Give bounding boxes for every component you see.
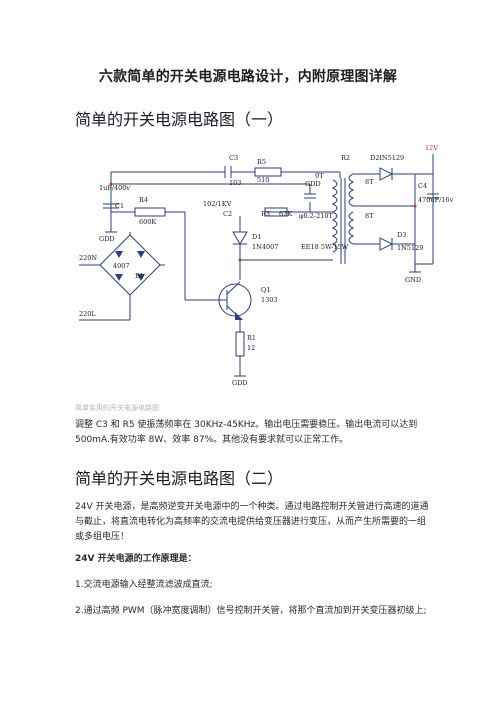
label-d3-value: 1N5129 <box>397 244 423 252</box>
section-heading-2: 简单的开关电源电路图（二） <box>75 469 284 488</box>
label-c2: C2 <box>223 210 232 218</box>
label-gnd: GND <box>405 276 421 284</box>
label-c3-value: 103 <box>229 179 241 187</box>
label-q1-value: 1303 <box>261 296 278 304</box>
label-12v: 12V <box>425 144 438 152</box>
label-r4-value: 600K <box>139 218 156 226</box>
circuit-schematic: C3 103 R5 510 R2 D2IN5129 12V 1uF/400v C… <box>79 144 454 387</box>
label-c2-rating: 102/1KV <box>203 200 232 208</box>
label-b1: B1 <box>135 272 144 280</box>
label-c1: C1 <box>115 202 124 210</box>
label-gdd-emitter: GDD <box>232 379 248 387</box>
principle-step-1: 1.交流电源输入经整流滤波成直流; <box>75 580 213 590</box>
label-q1: Q1 <box>261 286 270 294</box>
section1-description: 调整 C3 和 R5 使振荡频率在 30KHz-45KHz。输出电压需要稳压。输… <box>75 420 418 445</box>
label-c4: C4 <box>418 182 427 190</box>
label-c1-rating: 1uF/400v <box>99 184 130 192</box>
label-220n: 220N <box>79 254 97 262</box>
label-core: EE18 5W-15W <box>301 243 349 251</box>
label-r4: R4 <box>139 196 148 204</box>
label-gdd-c1: GDD <box>99 235 115 243</box>
label-r1-value: 12 <box>247 344 255 352</box>
label-r5-value: 510 <box>257 176 269 184</box>
label-r5: R5 <box>257 158 266 166</box>
label-d1-value: 1N4007 <box>252 243 278 251</box>
principle-title: 24V 开关电源的工作原理是： <box>75 554 197 564</box>
label-turns-8t-top: 8T <box>365 178 374 186</box>
label-gdd-primary: GDD <box>305 180 321 188</box>
principle-step-2: 2.通过高频 PWM（脉冲宽度调制）信号控制开关管，将那个直流加到开关变压器初级… <box>75 606 427 616</box>
label-d3: D3 <box>397 231 406 239</box>
label-220l: 220L <box>79 310 96 318</box>
label-turns-8t-bottom: 8T <box>365 212 374 220</box>
label-r2: R2 <box>341 154 350 162</box>
label-r1: R1 <box>247 334 256 342</box>
section-heading-1: 简单的开关电源电路图（一） <box>75 110 284 129</box>
label-d1: D1 <box>252 233 261 241</box>
label-bridge: 4007 <box>113 262 130 270</box>
label-c4-value: 470uF/16v <box>418 196 454 204</box>
section2-intro: 24V 开关电源，是高频逆变开关电源中的一个种类。通过电路控制开关管进行高速的道… <box>75 502 429 542</box>
document-title: 六款简单的开关电源电路设计，内附原理图详解 <box>98 69 398 85</box>
label-d2: D2IN5129 <box>370 154 404 162</box>
label-r3: R3 <box>261 210 270 218</box>
label-r3-value: 62K <box>279 210 292 218</box>
label-c3: C3 <box>229 154 238 162</box>
label-wire: φ0.2-210T <box>299 212 333 220</box>
label-turns-9t: 9T <box>315 172 324 180</box>
figure-caption: 简单实用的开关电源电路图 <box>75 404 159 412</box>
